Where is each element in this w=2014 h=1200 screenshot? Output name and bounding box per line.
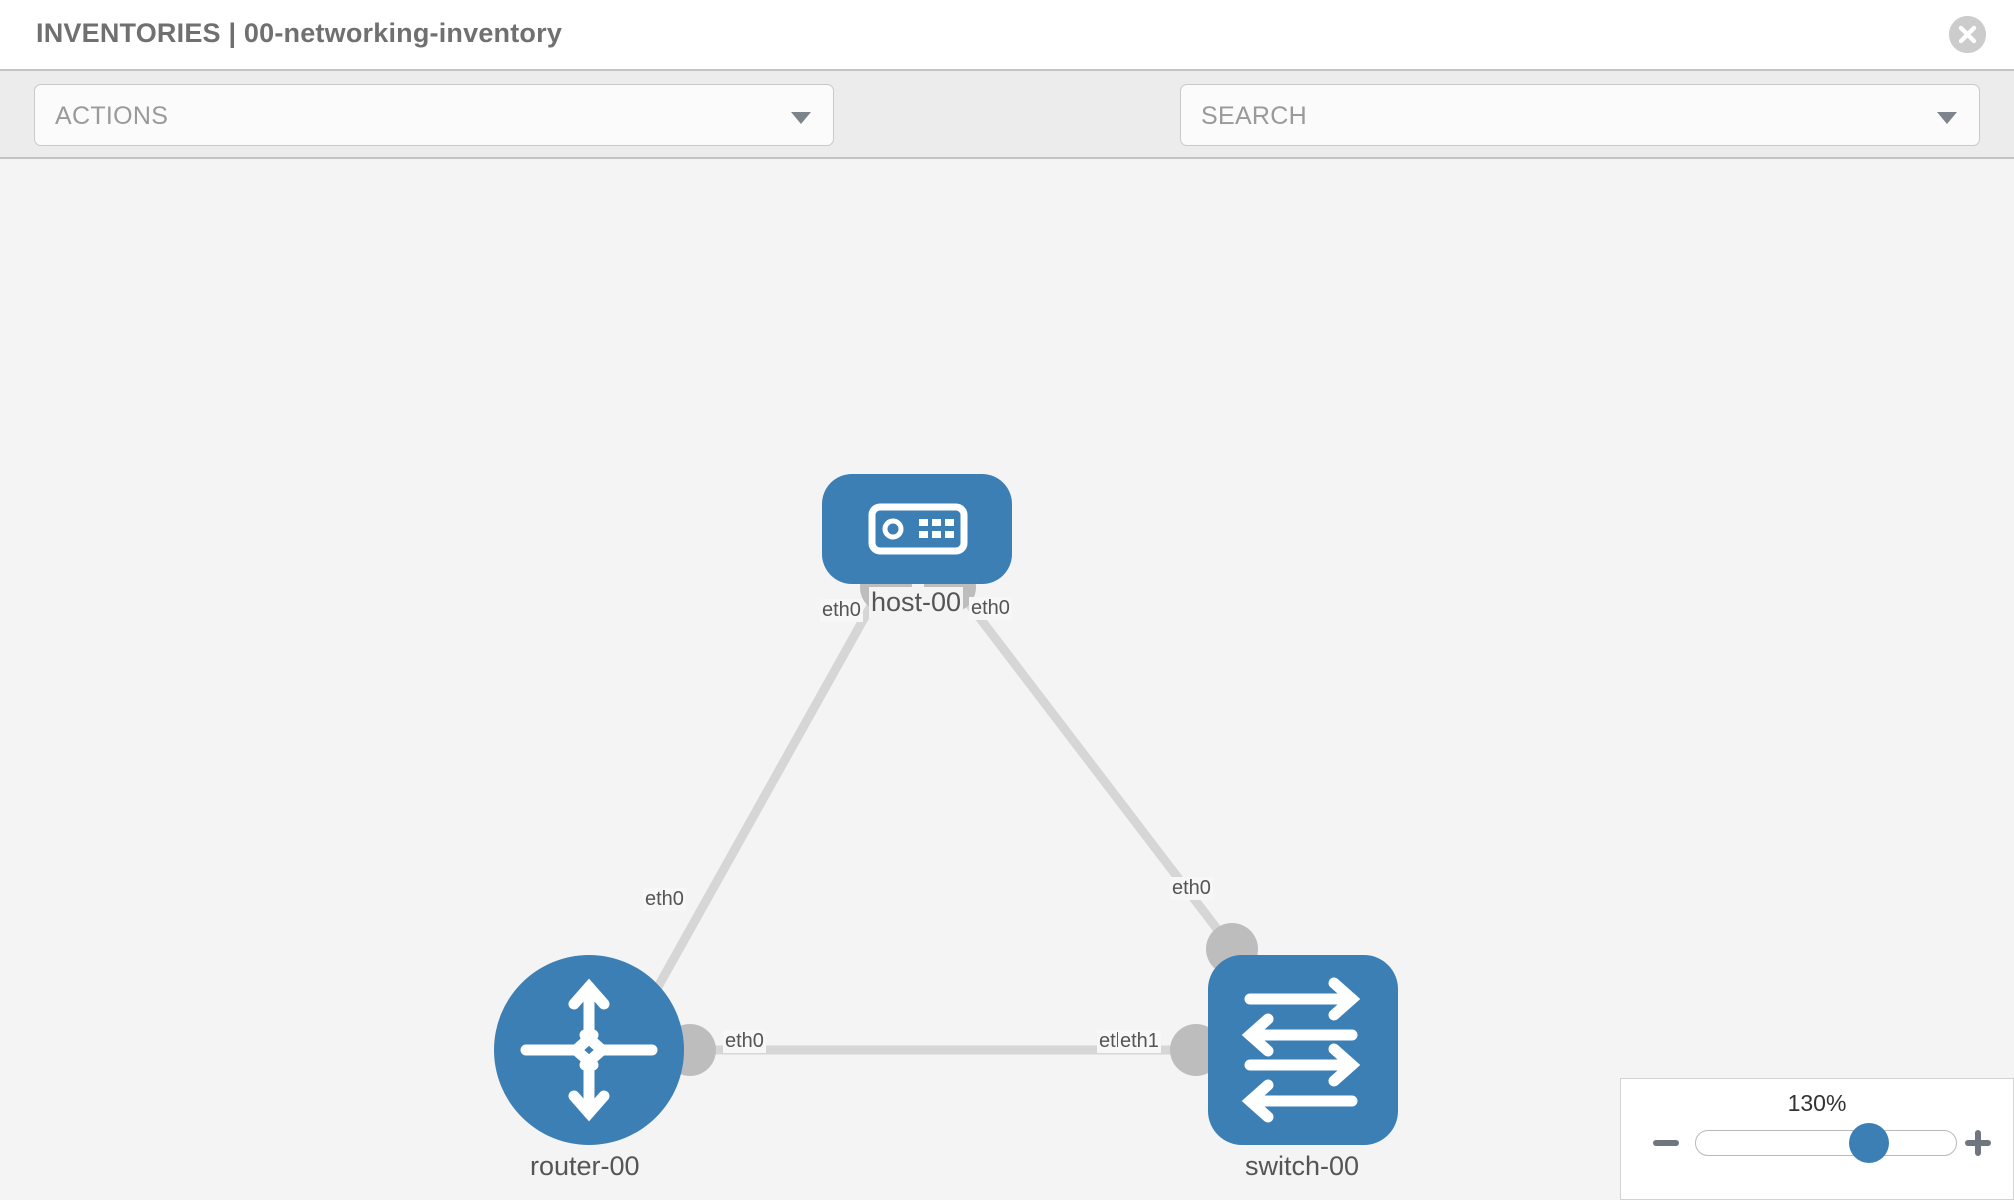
edge-label: eth1 [1118,1030,1161,1053]
router-arrows-icon [520,978,658,1122]
actions-dropdown[interactable]: ACTIONS [34,84,834,146]
plus-icon[interactable] [1961,1126,1995,1160]
close-icon[interactable] [1949,16,1986,53]
edge-label: eth0 [643,888,686,911]
link-host00-switch00 [946,576,1244,962]
topology-links [636,576,1244,1055]
topology-graph [494,474,1398,1145]
node-label-switch-00: switch-00 [1243,1151,1362,1182]
edge-label: eth0 [820,599,863,622]
page-title: INVENTORIES | 00-networking-inventory [36,18,563,48]
link-host00-router00 [636,576,890,1022]
node-router-00 [494,955,684,1145]
chevron-down-icon [791,112,811,124]
node-switch-00 [1208,955,1398,1145]
chevron-down-icon[interactable] [1937,112,1957,124]
zoom-level-label: 130% [1787,1090,1847,1116]
node-label-host-00: host-00 [869,587,964,618]
node-label-router-00: router-00 [528,1151,642,1182]
node-host-00 [822,474,1012,584]
actions-dropdown-label: ACTIONS [55,102,169,130]
edge-label: eth0 [723,1030,766,1053]
page-header: INVENTORIES | 00-networking-inventory [0,0,2014,69]
zoom-slider-thumb[interactable] [1849,1123,1889,1163]
minus-icon[interactable] [1649,1126,1683,1160]
zoom-control: 130% [1620,1078,2014,1200]
search-input[interactable]: SEARCH [1180,84,1980,146]
switch-arrows-icon [1241,977,1361,1123]
search-placeholder: SEARCH [1201,102,1307,130]
topology-canvas[interactable]: eth0 eth0 eth0 eth0 eth0 eth0 eth1 host-… [0,159,2014,1200]
toolbar: ACTIONS SEARCH [0,69,2014,205]
server-icon [868,503,968,555]
edge-label: eth0 [1170,877,1213,900]
edge-label: eth0 [969,597,1012,620]
zoom-slider-track[interactable] [1695,1130,1957,1156]
